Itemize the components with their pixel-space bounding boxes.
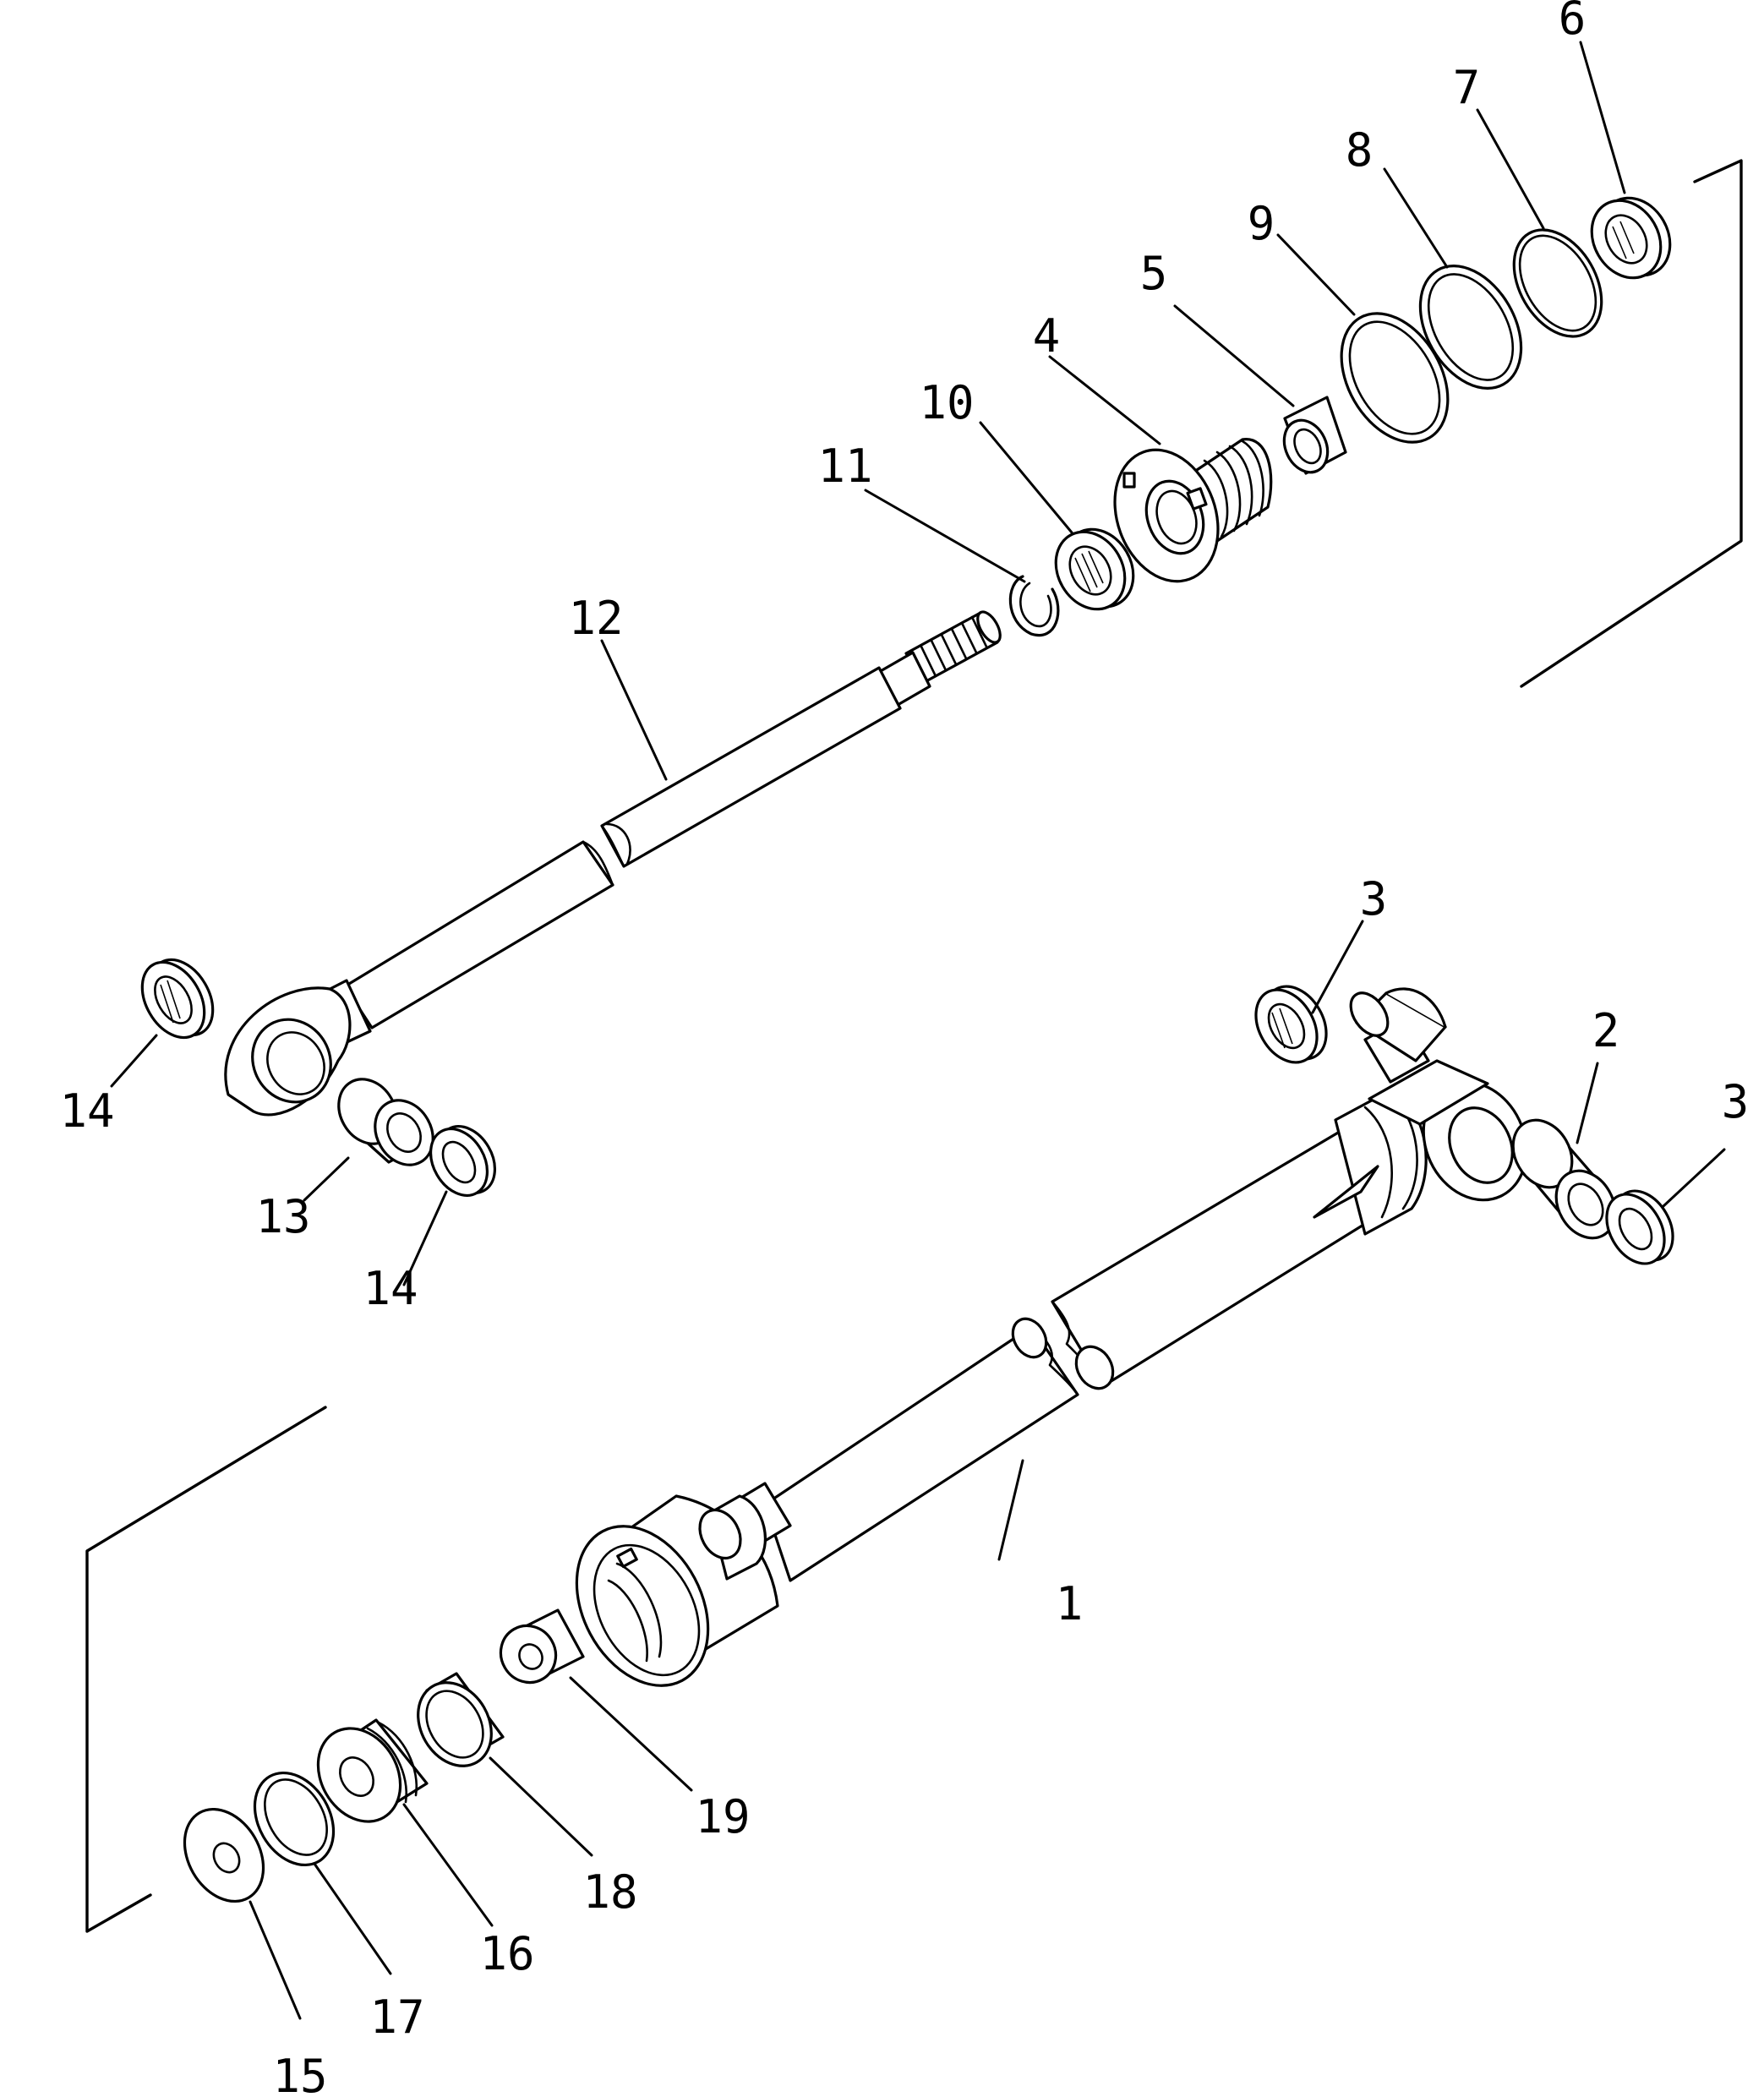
callout-7: 7 [1453, 61, 1481, 114]
callout-1: 1 [1056, 1577, 1084, 1630]
bushing-part-2 [1511, 1118, 1617, 1240]
callout-18: 18 [582, 1865, 637, 1919]
snap-ring-part-11 [1008, 575, 1060, 637]
bushing-part-13 [337, 1078, 434, 1166]
callout-13: 13 [255, 1190, 310, 1243]
washer-part-15 [183, 1807, 265, 1903]
callout-2: 2 [1592, 1004, 1620, 1057]
cylinder-head-part-4 [1113, 438, 1273, 583]
seal-part-18 [417, 1672, 505, 1767]
o-ring-part-9 [1340, 312, 1450, 444]
piston-part-16 [316, 1718, 429, 1823]
callout-4: 4 [1033, 309, 1061, 363]
callout-11: 11 [817, 440, 872, 493]
dust-seal-part-6 [1590, 196, 1672, 280]
seal-part-14-lower [429, 1125, 497, 1197]
callout-labels: 1 2 3 3 4 5 6 7 8 9 10 11 12 13 14 14 15… [59, 0, 1749, 2097]
backup-ring-part-8 [1418, 265, 1523, 390]
seal-part-3-lower [1605, 1189, 1674, 1265]
callout-15: 15 [272, 2050, 327, 2097]
callout-10: 10 [919, 376, 974, 429]
piston-rod-part-12 [224, 610, 1002, 1117]
callout-3b: 3 [1722, 1075, 1750, 1128]
callout-9: 9 [1248, 197, 1275, 250]
bearing-part-10 [1054, 527, 1135, 611]
leader-lines [110, 41, 1726, 2020]
callout-6: 6 [1559, 0, 1587, 45]
lower-left-bracket [85, 1406, 327, 1933]
bushing-part-5 [1282, 396, 1347, 475]
seal-part-3-upper [1254, 985, 1328, 1064]
callout-17: 17 [369, 1991, 424, 2044]
callout-14a: 14 [59, 1084, 114, 1138]
nut-part-19 [499, 1608, 585, 1685]
callout-8: 8 [1346, 123, 1374, 177]
callout-12: 12 [568, 592, 623, 645]
callout-19: 19 [695, 1790, 750, 1843]
callout-14b: 14 [363, 1262, 418, 1315]
callout-5: 5 [1140, 247, 1168, 300]
cylinder-tube-part-1 [575, 987, 1528, 1687]
wear-ring-part-17 [253, 1771, 336, 1867]
upper-right-bracket [1520, 159, 1743, 688]
callout-16: 16 [479, 1927, 534, 1980]
o-ring-part-7 [1512, 228, 1603, 338]
callout-3a: 3 [1360, 872, 1388, 926]
seal-part-14-upper [140, 958, 215, 1040]
